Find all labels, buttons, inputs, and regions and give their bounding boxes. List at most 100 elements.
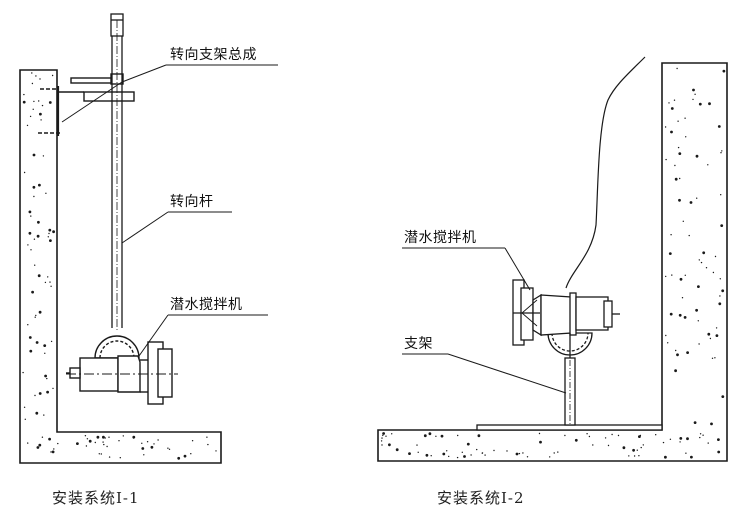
left-leader-lines: [61, 64, 278, 357]
concrete-speckle: [681, 297, 684, 299]
concrete-speckle: [36, 234, 40, 238]
concrete-speckle: [42, 155, 45, 157]
concrete-speckle: [103, 443, 105, 446]
concrete-speckle: [689, 201, 693, 204]
concrete-speckle: [642, 444, 644, 446]
concrete-speckle: [586, 433, 588, 435]
concrete-speckle: [709, 337, 712, 340]
concrete-speckle: [457, 434, 459, 437]
concrete-speckle: [34, 264, 36, 266]
concrete-speckle: [22, 100, 26, 104]
concrete-speckle: [607, 444, 610, 447]
concrete-speckle: [177, 456, 181, 460]
concrete-speckle: [28, 336, 32, 339]
concrete-speckle: [157, 439, 159, 441]
concrete-speckle: [515, 452, 519, 456]
concrete-speckle: [76, 442, 79, 445]
concrete-speckle: [48, 228, 52, 232]
caption-left: 安装系统Ⅰ-1: [52, 489, 140, 507]
concrete-speckle: [699, 436, 701, 439]
concrete-speckle: [35, 314, 37, 317]
concrete-speckle: [94, 441, 97, 444]
concrete-speckle: [388, 443, 391, 447]
concrete-speckle: [636, 449, 638, 451]
concrete-speckle: [52, 387, 54, 390]
concrete-speckle: [617, 434, 620, 437]
concrete-speckle: [702, 251, 706, 255]
concrete-speckle: [446, 450, 448, 452]
concrete-speckle: [690, 455, 693, 459]
concrete-speckle: [662, 441, 665, 444]
concrete-speckle: [695, 154, 699, 158]
concrete-speckle: [215, 450, 217, 452]
concrete-speckle: [683, 316, 687, 319]
concrete-speckle: [686, 437, 689, 441]
concrete-speckle: [27, 442, 29, 444]
concrete-speckle: [506, 450, 508, 452]
concrete-speckle: [27, 324, 29, 326]
concrete-speckle: [86, 438, 89, 440]
concrete-speckle: [153, 443, 155, 445]
concrete-speckle: [38, 183, 41, 187]
concrete-speckle: [638, 455, 640, 457]
concrete-speckle: [28, 231, 32, 235]
concrete-speckle: [667, 342, 669, 344]
concrete-speckle: [679, 437, 683, 440]
concrete-speckle: [674, 177, 678, 181]
concrete-speckle: [481, 452, 483, 454]
concrete-speckle: [39, 78, 41, 80]
concrete-speckle: [57, 442, 59, 445]
concrete-speckle: [102, 441, 104, 443]
concrete-speckle: [522, 452, 524, 454]
concrete-speckle: [670, 234, 672, 236]
concrete-speckle: [49, 239, 52, 243]
concrete-speckle: [686, 351, 689, 354]
concrete-speckle: [684, 117, 686, 119]
power-cable: [565, 56, 646, 289]
concrete-speckle: [33, 100, 35, 103]
concrete-speckle: [143, 454, 145, 456]
concrete-speckle: [722, 69, 726, 73]
concrete-speckle: [717, 125, 721, 128]
concrete-speckle: [37, 274, 41, 278]
concrete-speckle: [718, 302, 722, 306]
concrete-speckle: [106, 445, 108, 448]
concrete-speckle: [132, 437, 135, 439]
concrete-speckle: [714, 255, 717, 258]
concrete-speckle: [49, 281, 51, 283]
concrete-speckle: [44, 374, 47, 378]
concrete-speckle: [712, 271, 715, 274]
right-concrete-wall: [377, 62, 728, 462]
concrete-speckle: [696, 309, 698, 311]
concrete-speckle: [190, 453, 192, 455]
concrete-speckle: [100, 453, 103, 455]
concrete-speckle: [721, 150, 723, 152]
concrete-speckle: [698, 343, 700, 345]
concrete-speckle: [692, 88, 695, 92]
concrete-speckle: [34, 316, 36, 318]
concrete-speckle: [538, 432, 541, 435]
concrete-speckle: [611, 433, 613, 436]
concrete-speckle: [699, 433, 702, 435]
concrete-speckle: [665, 275, 667, 278]
concrete-speckle: [23, 93, 25, 96]
concrete-speckle: [31, 72, 33, 74]
concrete-speckle: [671, 274, 673, 276]
concrete-speckle: [665, 158, 667, 161]
concrete-speckle: [141, 442, 143, 444]
concrete-speckle: [44, 281, 47, 284]
concrete-speckle: [167, 447, 169, 449]
concrete-speckle: [40, 119, 42, 121]
concrete-speckle: [27, 244, 29, 246]
concrete-speckle: [708, 102, 711, 106]
concrete-speckle: [466, 442, 470, 446]
concrete-speckle: [553, 452, 555, 454]
concrete-speckle: [26, 124, 29, 127]
concrete-speckle: [677, 120, 679, 122]
concrete-speckle: [381, 437, 383, 439]
concrete-speckle: [632, 448, 635, 452]
concrete-speckle: [557, 451, 559, 453]
label-left-mixer: 潜水搅拌机: [170, 297, 243, 313]
concrete-speckle: [526, 456, 529, 458]
concrete-speckle: [715, 327, 718, 329]
